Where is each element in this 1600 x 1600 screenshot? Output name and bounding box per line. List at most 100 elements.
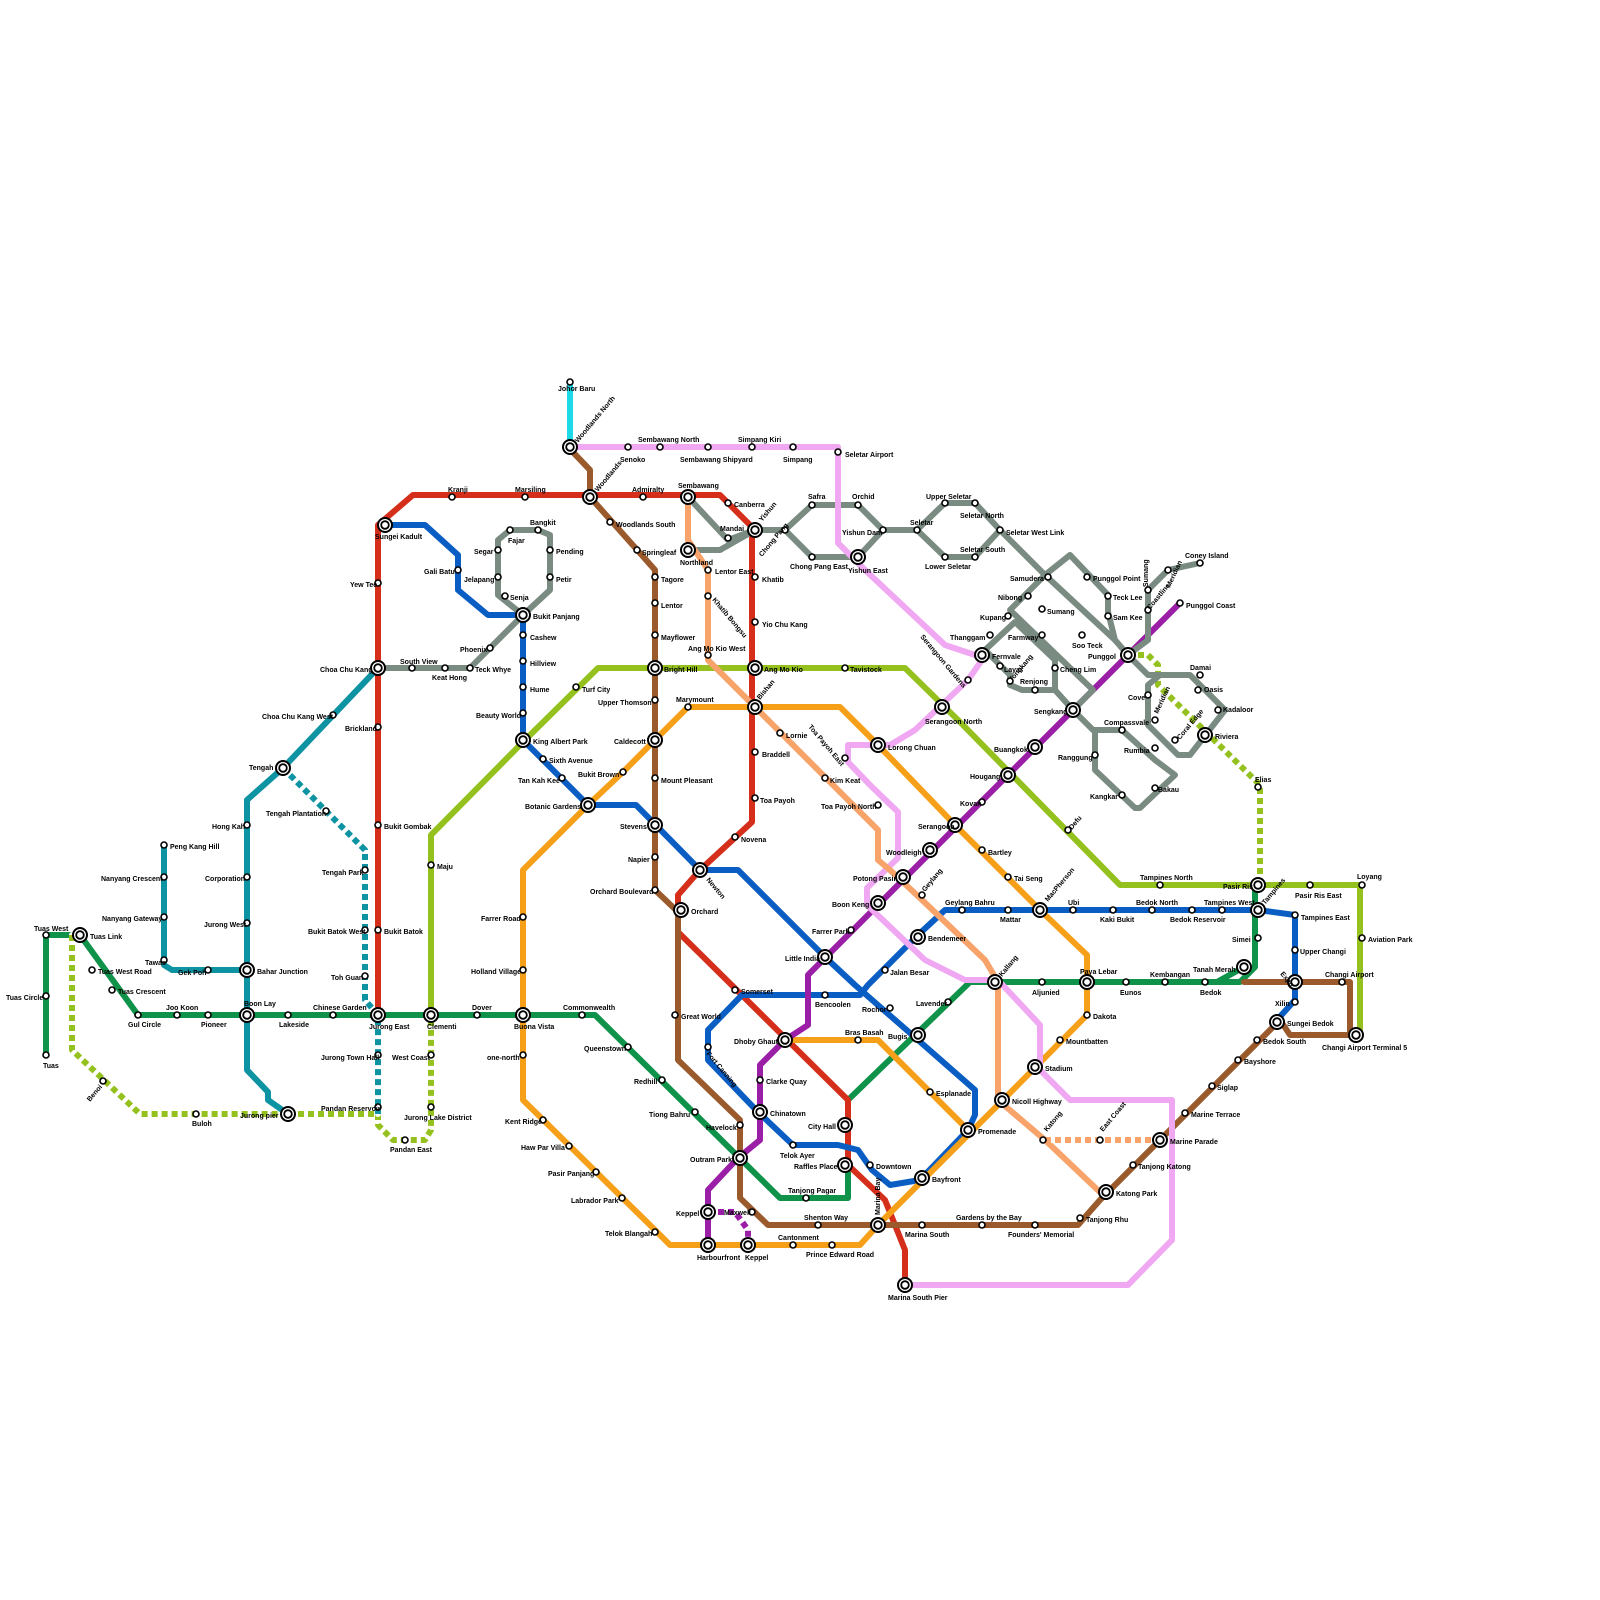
station-nanyang-gateway[interactable] — [160, 913, 168, 921]
station-bukit-batok-west[interactable] — [361, 926, 369, 934]
station-beauty-world[interactable] — [519, 709, 527, 717]
station-sam-kee[interactable] — [1104, 612, 1112, 620]
station-kaki-bukit[interactable] — [1109, 906, 1117, 914]
station-newton[interactable] — [692, 862, 708, 878]
station-upper-changi[interactable] — [1291, 946, 1299, 954]
station-bartley[interactable] — [978, 846, 986, 854]
station-lower-seletar[interactable] — [941, 553, 949, 561]
station-dover[interactable] — [473, 1011, 481, 1019]
station-hong-kah[interactable] — [243, 821, 251, 829]
station-bencoolen[interactable] — [821, 991, 829, 999]
line-grey-mandai[interactable] — [685, 527, 758, 553]
station-kallang[interactable] — [987, 974, 1003, 990]
station-riviera[interactable] — [1197, 727, 1213, 743]
station-gul-circle[interactable] — [134, 1011, 142, 1019]
station-segar[interactable] — [494, 546, 502, 554]
station-kembangan[interactable] — [1161, 978, 1169, 986]
station-tagore[interactable] — [651, 573, 659, 581]
station-keppel[interactable] — [740, 1237, 756, 1253]
station-soo-teck[interactable] — [1078, 631, 1086, 639]
station-yew-tee[interactable] — [374, 579, 382, 587]
station-somerset[interactable] — [731, 986, 739, 994]
station-tanah-merah[interactable] — [1236, 959, 1252, 975]
line-grey-bp-lrt[interactable] — [375, 527, 553, 671]
station-harbourfront[interactable] — [700, 1237, 716, 1253]
station-tengah-park[interactable] — [361, 866, 369, 874]
station-safra[interactable] — [808, 501, 816, 509]
station-sembawang-shipyard[interactable] — [704, 443, 712, 451]
station-coral-edge[interactable] — [1171, 736, 1179, 744]
station-one-north[interactable] — [519, 1051, 527, 1059]
station-woodlands[interactable] — [582, 489, 598, 505]
station-serangoon-north[interactable] — [934, 699, 950, 715]
station-upper-seletar[interactable] — [941, 499, 949, 507]
station-cheng-lim[interactable] — [1051, 664, 1059, 672]
station-aljunied[interactable] — [1038, 978, 1046, 986]
station-khatib[interactable] — [751, 573, 759, 581]
station-springleaf[interactable] — [633, 546, 641, 554]
station-caldecott[interactable] — [647, 732, 663, 748]
station-johor-baru[interactable] — [566, 378, 574, 386]
station-prince-edward-road[interactable] — [828, 1241, 836, 1249]
station-xilin[interactable] — [1291, 998, 1299, 1006]
station-tuas-link[interactable] — [72, 927, 88, 943]
station-sungei-kadult[interactable] — [377, 517, 393, 533]
station-tuas-west[interactable] — [42, 931, 50, 939]
station-petir[interactable] — [546, 573, 554, 581]
station-maxwell[interactable] — [748, 1208, 756, 1216]
station-fernvale[interactable] — [974, 647, 990, 663]
station-simpang-kiri[interactable] — [748, 443, 756, 451]
station-dakota[interactable] — [1083, 1011, 1091, 1019]
station-tuas-west-road[interactable] — [88, 966, 96, 974]
station-tampines-west[interactable] — [1218, 906, 1226, 914]
station-keat-hong[interactable] — [441, 664, 449, 672]
station-cove[interactable] — [1144, 691, 1152, 699]
station-stadium[interactable] — [1027, 1059, 1043, 1075]
station-keppel[interactable] — [700, 1204, 716, 1220]
station-jurong-east[interactable] — [370, 1007, 386, 1023]
station-jurong-pier[interactable] — [280, 1106, 296, 1122]
station-bayshore[interactable] — [1234, 1056, 1242, 1064]
station-lavender[interactable] — [944, 998, 952, 1006]
station-kranji[interactable] — [448, 493, 456, 501]
station-seletar-north[interactable] — [971, 499, 979, 507]
station-teck-whye[interactable] — [466, 664, 474, 672]
station-clementi[interactable] — [423, 1007, 439, 1023]
station-tuas[interactable] — [42, 1051, 50, 1059]
station-chinatown[interactable] — [752, 1104, 768, 1120]
station-chong-pang-east[interactable] — [808, 553, 816, 561]
station-ubi[interactable] — [1069, 906, 1077, 914]
station-paya-lebar[interactable] — [1079, 974, 1095, 990]
station-mount-pleasant[interactable] — [651, 774, 659, 782]
station-choa-chu-kang-west[interactable] — [329, 711, 337, 719]
station-potong-pasir[interactable] — [895, 869, 911, 885]
station-kangkar[interactable] — [1118, 791, 1126, 799]
station-punggol[interactable] — [1120, 647, 1136, 663]
station-downtown[interactable] — [866, 1161, 874, 1169]
station-bishan[interactable] — [747, 699, 763, 715]
station-nanyang-crescent[interactable] — [160, 873, 168, 881]
station-benoi[interactable] — [99, 1077, 107, 1085]
station-boon-lay[interactable] — [239, 1007, 255, 1023]
station-tan-kah-kee[interactable] — [558, 774, 566, 782]
station-fajar[interactable] — [506, 526, 514, 534]
station-kupang[interactable] — [1004, 612, 1012, 620]
station-king-albert-park[interactable] — [515, 732, 531, 748]
station-farmway[interactable] — [1038, 631, 1046, 639]
station-marymount[interactable] — [684, 703, 692, 711]
station-gardens-by-the-bay[interactable] — [978, 1221, 986, 1229]
line-nel-purple-dashed[interactable] — [708, 1209, 751, 1245]
station-macpherson[interactable] — [1032, 902, 1048, 918]
station-sumang[interactable] — [1038, 605, 1046, 613]
station-yishun[interactable] — [747, 522, 763, 538]
station-tampines[interactable] — [1250, 902, 1266, 918]
station-orchid[interactable] — [854, 501, 862, 509]
station-senoko[interactable] — [624, 443, 632, 451]
station-outram-park[interactable] — [732, 1150, 748, 1166]
station-bukit-brown[interactable] — [619, 768, 627, 776]
station-tengah-plantation[interactable] — [322, 807, 330, 815]
station-jurong-west[interactable] — [243, 919, 251, 927]
line-crl-green[interactable] — [43, 879, 1258, 1201]
station-buona-vista[interactable] — [515, 1007, 531, 1023]
station-meridian[interactable] — [1151, 716, 1159, 724]
